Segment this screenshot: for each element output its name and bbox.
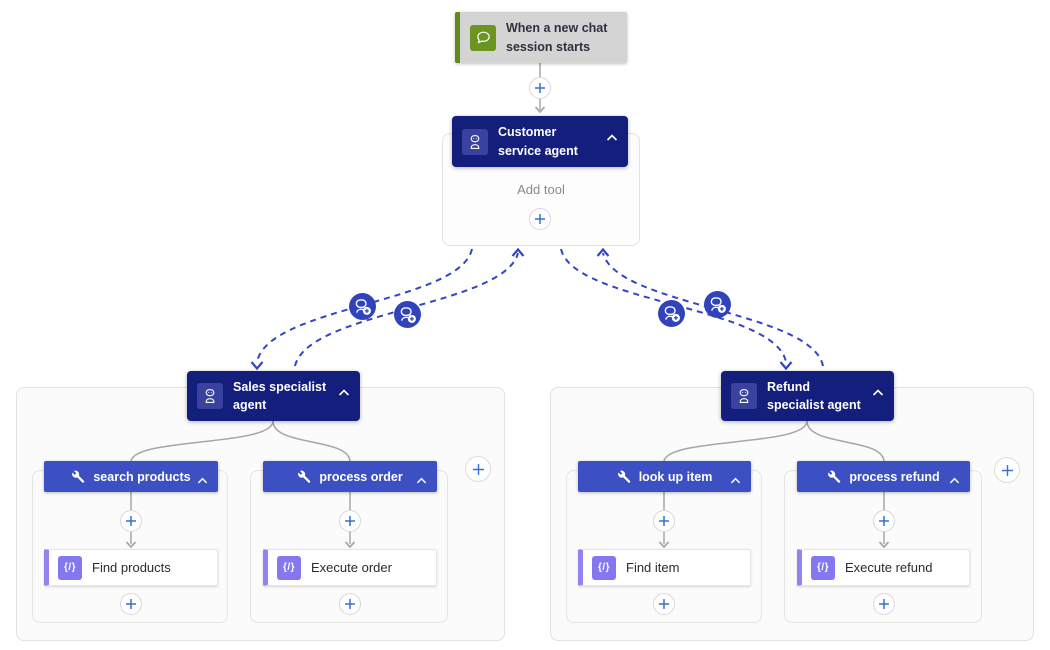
action-card-execute-refund[interactable]: {/} Execute refund <box>797 549 970 586</box>
refund-specialist-agent-card[interactable]: Refund specialist agent <box>721 371 894 421</box>
action-title: Execute refund <box>845 560 933 575</box>
agent-connection-badge <box>349 293 376 320</box>
agent-title: Sales specialist agent <box>233 379 327 412</box>
plus-icon <box>879 599 889 609</box>
add-tool-branch-button[interactable] <box>465 456 491 482</box>
add-action-button[interactable] <box>120 593 142 615</box>
plus-icon <box>659 599 669 609</box>
trigger-card[interactable]: When a new chat session starts <box>455 12 627 63</box>
action-card-find-products[interactable]: {/} Find products <box>44 549 218 586</box>
action-title: Find products <box>92 560 171 575</box>
agent-connection-badge <box>704 291 731 318</box>
tool-title: search products <box>93 469 191 484</box>
tool-title: process refund <box>849 469 940 484</box>
tool-card-search-products[interactable]: search products <box>44 461 218 492</box>
insert-step-button[interactable] <box>120 510 142 532</box>
plus-icon <box>345 516 355 526</box>
action-card-execute-order[interactable]: {/} Execute order <box>263 549 437 586</box>
insert-step-button[interactable] <box>653 510 675 532</box>
add-tool-label: Add tool <box>517 182 565 197</box>
agent-plus-icon <box>710 297 726 313</box>
connector-cs-to-refund <box>560 248 787 363</box>
insert-step-button[interactable] <box>529 77 551 99</box>
code-braces-icon: {/} <box>811 555 835 580</box>
chat-bubble-icon <box>470 24 496 51</box>
chevron-up-icon[interactable] <box>949 472 960 490</box>
sales-specialist-agent-card[interactable]: Sales specialist agent <box>187 371 360 421</box>
insert-step-button[interactable] <box>873 510 895 532</box>
plus-icon <box>126 599 136 609</box>
connector-refund-to-cs <box>602 252 824 367</box>
chevron-up-icon[interactable] <box>338 384 350 402</box>
action-card-find-item[interactable]: {/} Find item <box>578 549 751 586</box>
wrench-icon <box>71 470 85 484</box>
code-braces-icon: {/} <box>58 555 82 580</box>
wrench-icon <box>297 470 311 484</box>
plus-icon <box>535 214 545 224</box>
action-title: Execute order <box>311 560 392 575</box>
chevron-up-icon[interactable] <box>606 129 618 147</box>
add-action-button[interactable] <box>873 593 895 615</box>
tool-title: process order <box>319 469 403 484</box>
agent-title: Customer service agent <box>498 125 578 158</box>
agent-connection-badge <box>658 300 685 327</box>
add-tool-branch-button[interactable] <box>994 457 1020 483</box>
customer-service-agent-card[interactable]: Customer service agent <box>452 116 628 167</box>
add-action-button[interactable] <box>653 593 675 615</box>
agent-title: Refund specialist agent <box>767 379 861 412</box>
plus-icon <box>126 516 136 526</box>
tool-title: look up item <box>638 469 713 484</box>
tool-card-process-refund[interactable]: process refund <box>797 461 970 492</box>
chevron-up-icon[interactable] <box>416 472 427 490</box>
wrench-icon <box>617 470 631 484</box>
agent-plus-icon <box>355 299 371 315</box>
plus-icon <box>1001 464 1013 476</box>
wrench-icon <box>827 470 841 484</box>
tool-card-look-up-item[interactable]: look up item <box>578 461 751 492</box>
tool-card-process-order[interactable]: process order <box>263 461 437 492</box>
code-braces-icon: {/} <box>592 555 616 580</box>
plus-icon <box>879 516 889 526</box>
robot-agent-icon <box>462 128 488 155</box>
plus-icon <box>345 599 355 609</box>
action-title: Find item <box>626 560 680 575</box>
chevron-up-icon[interactable] <box>197 472 208 490</box>
agent-connection-badge <box>394 301 421 328</box>
trigger-title: When a new chat session starts <box>506 21 608 54</box>
add-tool-button[interactable] <box>529 208 551 230</box>
chevron-up-icon[interactable] <box>730 472 741 490</box>
code-braces-icon: {/} <box>277 555 301 580</box>
agent-plus-icon <box>664 306 680 322</box>
add-action-button[interactable] <box>339 593 361 615</box>
robot-agent-icon <box>731 383 757 409</box>
agent-plus-icon <box>400 307 416 323</box>
insert-step-button[interactable] <box>339 510 361 532</box>
plus-icon <box>659 516 669 526</box>
chevron-up-icon[interactable] <box>872 384 884 402</box>
plus-icon <box>535 83 545 93</box>
plus-icon <box>472 463 484 475</box>
robot-agent-icon <box>197 383 223 409</box>
connector-sales-to-cs <box>294 252 519 367</box>
